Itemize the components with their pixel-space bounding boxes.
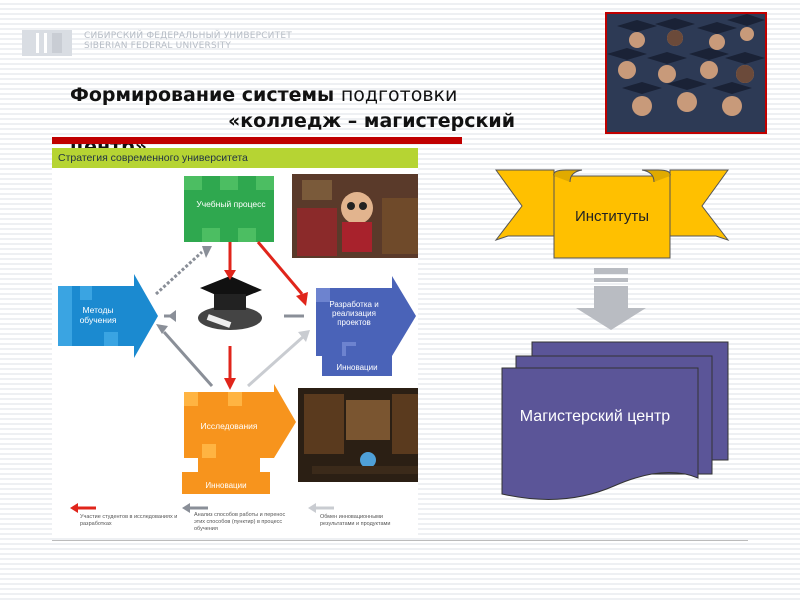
research-label: Исследования [200,421,258,431]
student-books-photo [292,174,418,258]
institutes-label: Институты [574,208,649,225]
institutes-flow [494,169,730,500]
learning-process-block [184,176,274,242]
light-arrows [247,330,310,388]
legend-red-text: Участие студентов в исследованиях и разр… [80,514,178,527]
title-line2: «колледж – магистерский [228,110,516,132]
legend-grey-text: Анализ способов работы и перенос этих сп… [194,512,286,532]
university-name: СИБИРСКИЙ ФЕДЕРАЛЬНЫЙ УНИВЕРСИТЕТ SIBERI… [84,31,292,51]
graduation-cap-icon [198,276,262,330]
strategy-diagram-graphics [58,174,418,513]
methods-label: Методы обучения [79,305,117,325]
title-line1-bold: Формирование системы [70,84,341,106]
university-logo [22,30,72,56]
legend-light-text: Обмен инновационными результатами и прод… [320,514,391,527]
graduates-photo [605,12,767,134]
master-center-label: Магистерский центр [519,408,671,425]
university-name-en: SIBERIAN FEDERAL UNIVERSITY [84,41,232,51]
grey-arrows [154,246,304,387]
innovations-orange-label: Инновации [205,481,247,490]
footer-divider [52,540,748,541]
library-photo [298,388,418,482]
projects-label: Разработка и реализация проектов [329,300,379,327]
strategy-header-text: Стратегия современного университета [58,152,248,164]
legend-arrows [70,503,334,513]
master-center-docs [501,341,729,500]
learning-process-label: Учебный процесс [196,199,266,209]
title-line1-rest: подготовки [340,84,458,106]
title-accent-bar [52,137,462,144]
institutes-banner [494,169,730,259]
red-arrows [224,241,308,390]
research-block [182,384,296,494]
university-name-ru: СИБИРСКИЙ ФЕДЕРАЛЬНЫЙ УНИВЕРСИТЕТ [84,31,292,41]
methods-arrow [58,274,158,358]
strategy-header: Стратегия современного университета [52,148,418,168]
innovations-blue-label: Инновации [336,363,378,372]
down-arrow [576,268,646,330]
projects-arrow [316,276,416,376]
